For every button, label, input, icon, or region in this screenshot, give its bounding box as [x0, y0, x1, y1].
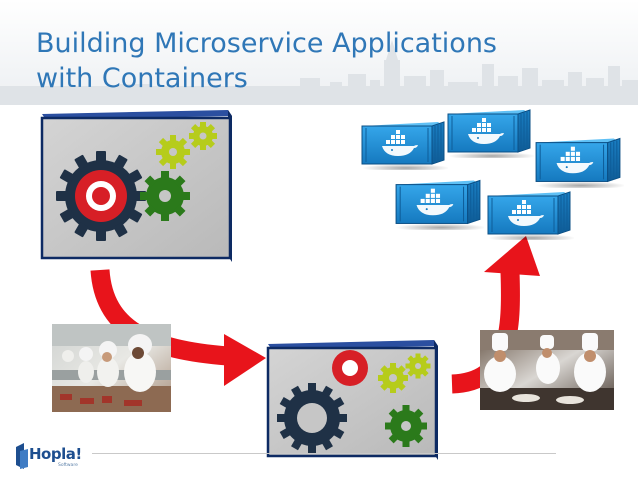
gear-yellow-icon	[156, 135, 190, 169]
logo-name: Hopla!	[29, 445, 82, 463]
docker-container	[395, 179, 484, 230]
docker-container	[535, 137, 624, 188]
gear-green-icon	[385, 405, 427, 447]
chefs-team-photo	[480, 330, 614, 410]
gear-dark-icon	[277, 383, 347, 453]
kitchen-line-photo	[52, 324, 171, 412]
gear-yellow-icon	[189, 122, 217, 150]
slide-title-line2: with Containers	[36, 63, 248, 94]
docker-container	[361, 121, 448, 170]
gear-yellow-icon	[405, 353, 431, 379]
slide-title: Building Microservice Applications with …	[36, 26, 626, 96]
slide-title-line1: Building Microservice Applications	[36, 28, 498, 59]
docker-container	[487, 191, 574, 240]
arrow-down-right-head	[224, 334, 266, 386]
gear-green-icon	[140, 171, 190, 221]
docker-container	[447, 109, 534, 158]
gear-yellow-icon	[378, 363, 408, 393]
gear-red-icon	[332, 350, 368, 386]
logo-tagline: Software	[58, 463, 78, 468]
hopla-logo	[16, 443, 28, 469]
gear-dark-icon	[56, 151, 146, 241]
skyline-background	[0, 0, 638, 105]
arrow-up-right-head	[484, 236, 540, 276]
footer-divider	[92, 453, 556, 454]
